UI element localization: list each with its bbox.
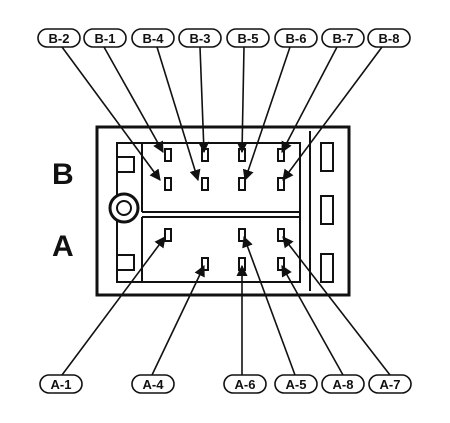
label-b-6: B-6 [274,28,318,48]
label-b-1: B-1 [83,28,127,48]
connector-housing [95,125,351,297]
leader-lines [61,46,391,376]
pin-slot [201,257,209,271]
label-a-6-text: A-6 [235,377,256,392]
leader-a-8 [281,265,344,376]
side-slots [320,142,334,283]
side-slot-3 [320,253,334,283]
label-a-5-text: A-5 [286,377,307,392]
label-a-4-text: A-4 [143,377,165,392]
pin-slot [164,148,172,162]
leader-a-4 [151,264,205,376]
housing-key-bottom [117,254,135,271]
label-b-5: B-5 [226,28,270,48]
side-slot-2 [320,195,334,225]
pin-slot [277,257,285,271]
label-a-7-text: A-7 [380,377,401,392]
side-slot-1 [320,142,334,172]
label-b-3-text: B-3 [190,31,211,46]
pin-slot [164,177,172,191]
top-labels: B-2 B-1 B-4 B-3 B-5 B-6 B-7 B-8 [37,28,411,48]
label-a-5: A-5 [274,374,318,394]
label-a-4: A-4 [131,374,175,394]
label-b-6-text: B-6 [286,31,307,46]
pin-slot [277,228,285,242]
label-b-1-text: B-1 [95,31,116,46]
pin-slot [277,177,285,191]
lock-circle-inner [116,200,132,216]
pin-slot [201,177,209,191]
label-b-7: B-7 [321,28,365,48]
label-a-6: A-6 [223,374,267,394]
label-a-1-text: A-1 [51,377,72,392]
label-b-8: B-8 [367,28,411,48]
leader-b-8 [282,46,383,181]
leader-a-1 [61,236,166,376]
pin-slot [238,228,246,242]
leader-b-6 [242,46,291,182]
pin-slot [201,148,209,162]
label-b-2-text: B-2 [49,31,70,46]
leader-b-3 [198,46,210,154]
label-b-3: B-3 [178,28,222,48]
leader-b-4 [156,46,201,182]
row-label-b: B [52,158,74,191]
label-b-4: B-4 [131,28,175,48]
label-a-1: A-1 [39,374,83,394]
label-b-8-text: B-8 [379,31,400,46]
leader-b-7 [281,46,338,153]
pin-slot [277,148,285,162]
bottom-labels: A-1 A-4 A-6 A-5 A-8 A-7 [39,374,412,394]
leader-b-1 [103,46,164,153]
leader-a-5 [242,235,296,376]
leader-a-7 [282,236,391,376]
label-b-5-text: B-5 [238,31,259,46]
lock-circle [108,192,140,224]
pin-slot [238,177,246,191]
leader-b-2 [61,46,161,181]
label-a-8: A-8 [321,374,365,394]
label-b-7-text: B-7 [333,31,354,46]
label-b-2: B-2 [37,28,81,48]
row-label-a: A [52,230,74,263]
pin-slots [164,148,285,271]
pin-slot [164,228,172,242]
housing-key-top [117,156,135,173]
label-b-4-text: B-4 [143,31,165,46]
housing-outer [95,125,351,297]
leader-b-5 [236,46,248,154]
label-a-7: A-7 [368,374,412,394]
label-a-8-text: A-8 [333,377,354,392]
